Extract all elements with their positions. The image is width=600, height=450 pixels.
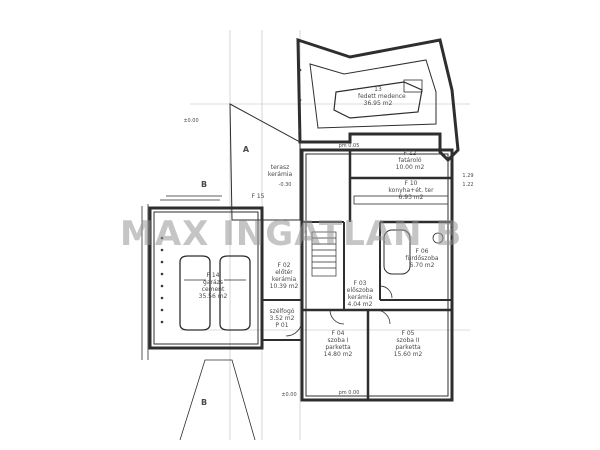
wind-lobby-name: szélfogó (269, 308, 295, 315)
room2-door-swing (375, 309, 391, 325)
patio-outline (229, 103, 301, 221)
wood-store-label: F 12 fatároló 10.00 m2 (390, 150, 430, 171)
side-dimension-2: 1.22 (462, 182, 474, 188)
bath-sink (432, 232, 444, 244)
fence-hatching (141, 195, 222, 360)
pool-steps (403, 79, 423, 93)
garage-name: garázs (203, 279, 223, 286)
pool-name: fedett medence (358, 93, 406, 100)
watermark: MAX INGATLAN B (120, 214, 463, 254)
lobby-code: F 02 (277, 262, 291, 269)
room1-door-swing (329, 309, 345, 325)
kitchen-label: F 10 konyha+ét. ter 6.93 m2 (386, 180, 436, 201)
pm-bottom-mark: pm 0.00 (338, 390, 360, 396)
lobby-floor: kerámia (271, 276, 297, 283)
kitchen-area: 6.93 m2 (398, 194, 424, 201)
pool-label: 13 fedett medence 36.95 m2 (358, 86, 406, 107)
wind-lobby-label: szélfogó 3.52 m2 P 01 (264, 308, 300, 329)
bath-area: 6.70 m2 (409, 262, 435, 269)
lobby-label: F 02 előtér kerámia 10.39 m2 (264, 262, 304, 290)
bathtub (383, 229, 411, 275)
room2-code: F 05 (401, 330, 415, 337)
wood-store-code: F 12 (403, 150, 417, 157)
room1-floor: parketta (325, 344, 351, 351)
wind-lobby-code: P 01 (275, 322, 289, 329)
hall-area: 4.04 m2 (347, 301, 373, 308)
garage-floor: cement (201, 286, 225, 293)
room2-floor: parketta (395, 344, 421, 351)
house-inner-wall (305, 153, 449, 397)
patio-name: terasz (270, 164, 290, 171)
garage-code: F 14 (206, 272, 220, 279)
section-a-mark: A (242, 145, 250, 154)
driveway-line (179, 359, 256, 441)
room2-name: szoba II (396, 337, 420, 344)
pm-top-mark: pm 0.05 (338, 143, 360, 149)
room1-label: F 04 szoba I parketta 14.80 m2 (318, 330, 358, 358)
hall-floor: kerámia (347, 294, 373, 301)
wood-store-name: fatároló (398, 157, 422, 164)
patio-label: terasz kerámia (264, 164, 296, 178)
side-dimension-1: 1.29 (462, 173, 474, 179)
bath-door-swing (379, 285, 393, 299)
dimension-dots (160, 68, 302, 324)
room2-area: 15.60 m2 (393, 351, 423, 358)
garage-inner-wall (153, 211, 259, 345)
room2-label: F 05 szoba II parketta 15.60 m2 (388, 330, 428, 358)
entry-door-swing (285, 319, 303, 337)
hall-name: előszoba (346, 287, 374, 294)
car-left-outline (179, 255, 211, 331)
level-mark-1: ±0.00 (183, 118, 199, 124)
bath-label: F 06 fürdőszoba 6.70 m2 (402, 248, 442, 269)
room1-area: 14.80 m2 (323, 351, 353, 358)
pool-enclosure-wall (296, 37, 460, 163)
wood-store-area: 10.00 m2 (395, 164, 425, 171)
garage-area: 35.56 m2 (198, 293, 228, 300)
patio-number: F 15 (251, 193, 265, 200)
room1-name: szoba I (327, 337, 349, 344)
room1-code: F 04 (331, 330, 345, 337)
wind-lobby-area: 3.52 m2 (269, 315, 295, 322)
hall-label: F 03 előszoba kerámia 4.04 m2 (340, 280, 380, 308)
car-right-outline (219, 255, 251, 331)
bath-name: fürdőszoba (405, 255, 439, 262)
lobby-area: 10.39 m2 (269, 283, 299, 290)
pool-code: 13 (374, 86, 382, 93)
kitchen-counter (353, 195, 449, 205)
level-mark-2: ±0.00 (281, 392, 297, 398)
garage-label: F 14 garázs cement 35.56 m2 (196, 272, 230, 300)
bath-code: F 06 (415, 248, 429, 255)
hall-code: F 03 (353, 280, 367, 287)
staircase (311, 231, 337, 277)
kitchen-name: konyha+ét. ter (388, 187, 434, 194)
pool-area: 36.95 m2 (363, 100, 393, 107)
lobby-name: előtér (275, 269, 293, 276)
kitchen-code: F 10 (404, 180, 418, 187)
level-mark-3: -0.30 (278, 182, 292, 188)
section-b-top-mark: B (200, 180, 208, 189)
patio-floor: kerámia (267, 171, 293, 178)
pool-inner-outline (309, 59, 437, 129)
house-outer-wall (300, 148, 454, 402)
section-b-bottom-mark: B (200, 398, 208, 407)
